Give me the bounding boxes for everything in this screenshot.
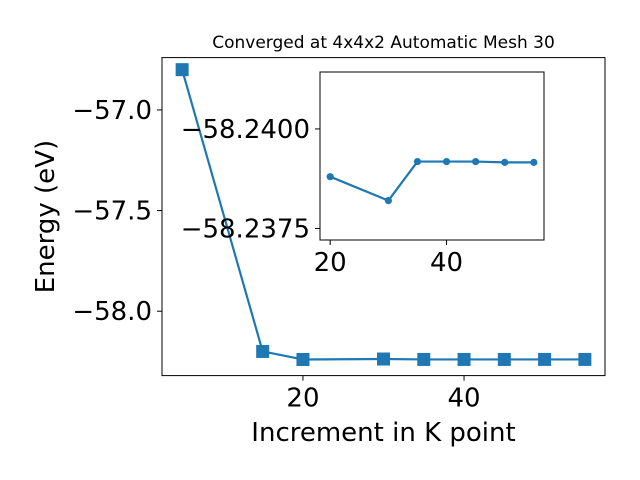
main-data-point — [175, 63, 189, 77]
inset-data-point — [384, 196, 392, 205]
inset-y-tick-label: −58.2400 — [181, 115, 310, 145]
main-data-point — [417, 352, 431, 366]
inset-data-point — [442, 157, 451, 166]
main-data-point — [538, 352, 552, 366]
inset-x-tick-label: 20 — [314, 248, 347, 278]
inset-ticks-layer: 20 40 −58.2400 −58.2375 — [181, 115, 463, 278]
main-data-point — [578, 352, 592, 366]
main-x-tick-label: 20 — [286, 384, 319, 414]
inset-axes-frame — [319, 71, 545, 241]
inset-y-tick-label: −58.2375 — [181, 214, 310, 244]
inset-data-point — [501, 158, 509, 166]
main-data-point — [497, 352, 511, 366]
main-axes-frame — [161, 57, 606, 377]
inset-data-point — [530, 158, 538, 166]
main-data-point — [457, 352, 471, 366]
main-data-point — [256, 344, 270, 358]
x-axis-label: Increment in K point — [251, 418, 515, 448]
main-y-tick-label: −57.5 — [72, 197, 152, 227]
main-x-tick-label: 40 — [447, 384, 480, 414]
inset-x-tick-label: 40 — [430, 248, 463, 278]
inset-data-point — [413, 157, 422, 166]
chart-title: Converged at 4x4x2 Automatic Mesh 30 — [212, 33, 555, 53]
main-y-tick-label: −58.0 — [72, 297, 152, 327]
main-series-layer — [175, 63, 592, 366]
inset-axes: 20 40 −58.2400 −58.2375 — [181, 71, 545, 278]
main-ticks-layer: 20 40 −57.0 −57.5 −58.0 — [72, 96, 480, 414]
inset-plot-area — [320, 72, 544, 240]
main-data-point — [377, 352, 390, 366]
inset-series-layer — [326, 157, 538, 205]
main-y-tick-label: −57.0 — [72, 96, 152, 126]
inset-data-point — [326, 173, 334, 181]
y-axis-label: Energy (eV) — [31, 140, 61, 293]
main-data-point — [296, 352, 310, 366]
inset-data-point — [472, 157, 480, 166]
